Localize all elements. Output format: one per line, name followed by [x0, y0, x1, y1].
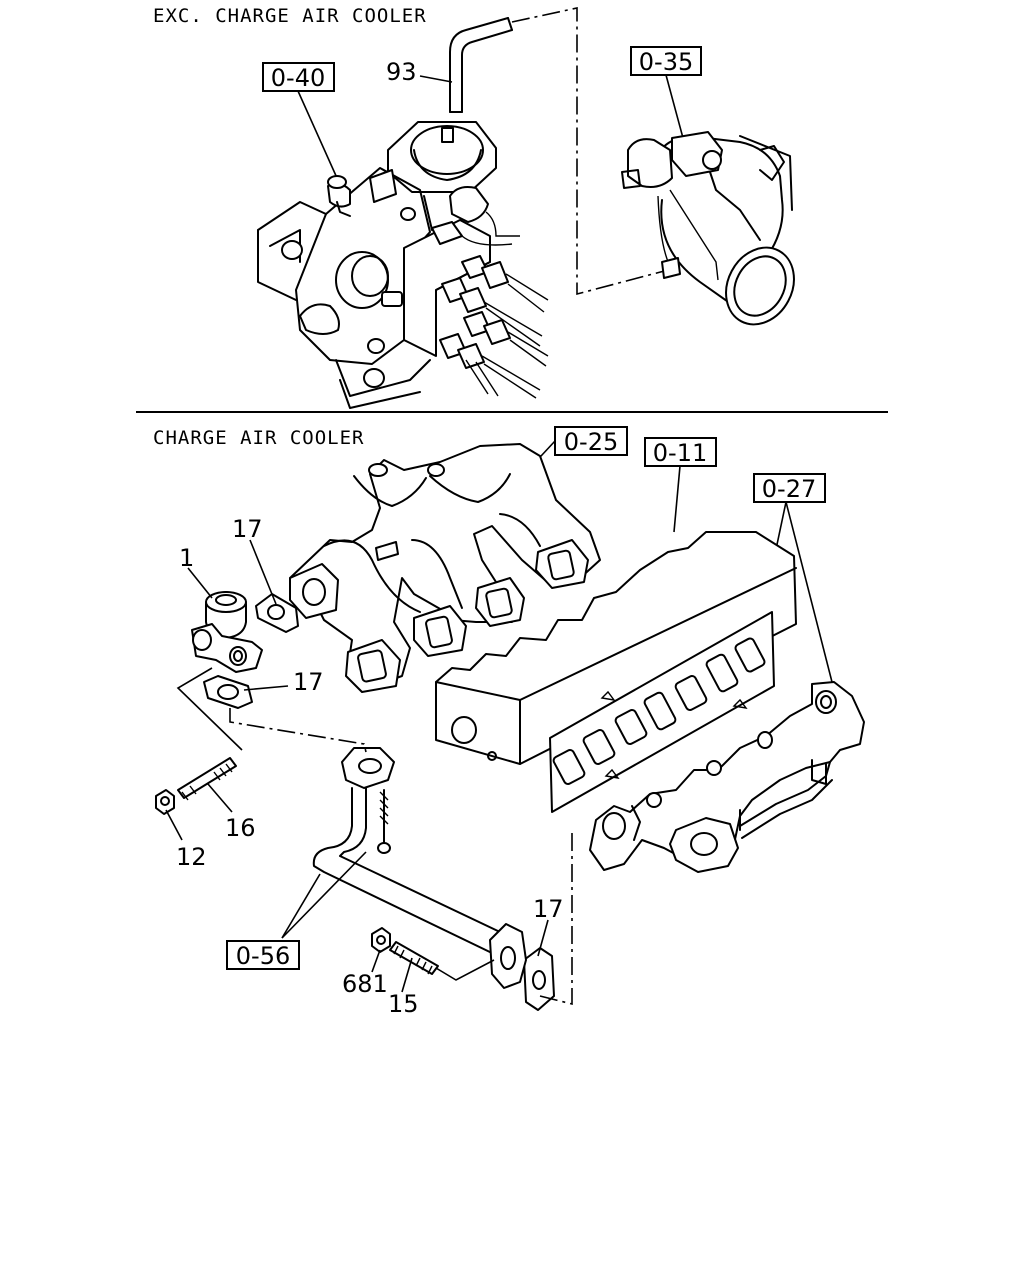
ref-box-0-27[interactable]: 0-27 — [753, 473, 826, 503]
egr-pipe — [312, 747, 527, 989]
leader-17-lower — [537, 919, 549, 957]
egr-gasket-middle — [203, 675, 253, 709]
leader-17-upper — [249, 539, 277, 605]
leader-12 — [165, 809, 183, 841]
injection-fittings — [439, 255, 549, 399]
egr-valve — [191, 591, 263, 673]
nut-681 — [371, 927, 391, 953]
egr-gasket-lower — [523, 947, 555, 1011]
stud-15-alignment-line — [435, 959, 495, 981]
leader-93 — [419, 75, 453, 83]
leader-1 — [187, 567, 213, 599]
ref-label-0-35: 0-35 — [639, 48, 693, 76]
leader-16 — [207, 783, 233, 813]
stud-16 — [177, 757, 237, 801]
ref-label-0-27: 0-27 — [762, 475, 816, 503]
section-title-exc-charge-air-cooler: EXC. CHARGE AIR COOLER — [153, 5, 427, 27]
intake-manifold — [289, 443, 601, 693]
leader-0-56-a — [281, 873, 321, 939]
vacuum-hose-93 — [449, 17, 513, 113]
ref-label-0-40: 0-40 — [271, 64, 325, 92]
callout-1: 1 — [179, 544, 194, 572]
leader-17-middle — [243, 685, 289, 691]
leader-0-11 — [673, 465, 681, 533]
leader-0-27-b — [785, 501, 833, 683]
callout-17-middle: 17 — [293, 668, 324, 696]
ref-label-0-11: 0-11 — [653, 439, 707, 467]
exhaust-manifold — [589, 681, 865, 873]
callout-16: 16 — [225, 814, 256, 842]
leader-0-56-b — [281, 851, 367, 939]
leader-681 — [371, 949, 381, 973]
exhaust-manifold-gasket — [549, 611, 775, 813]
cylinder-head — [435, 531, 797, 765]
hose-route-dash — [511, 7, 669, 296]
leader-0-35 — [665, 74, 684, 139]
callout-681: 681 — [342, 970, 388, 998]
intake-elbow-assembly — [621, 131, 795, 326]
stud-15 — [389, 941, 439, 975]
callout-12: 12 — [176, 843, 207, 871]
section-title-charge-air-cooler: CHARGE AIR COOLER — [153, 427, 364, 449]
egr-dash-upper — [229, 708, 367, 753]
injection-pump-assembly — [257, 121, 549, 409]
callout-17-lower: 17 — [533, 895, 564, 923]
leader-15 — [401, 957, 413, 993]
stud-alignment-line — [176, 667, 243, 751]
ref-box-0-25[interactable]: 0-25 — [554, 426, 628, 456]
ref-label-0-56: 0-56 — [236, 942, 290, 970]
leader-0-40 — [297, 90, 338, 179]
callout-93: 93 — [386, 58, 417, 86]
ref-box-0-11[interactable]: 0-11 — [644, 437, 717, 467]
egr-dash-lower — [539, 828, 573, 1006]
ref-box-0-56[interactable]: 0-56 — [226, 940, 300, 970]
ref-box-0-40[interactable]: 0-40 — [262, 62, 335, 92]
ref-box-0-35[interactable]: 0-35 — [630, 46, 702, 76]
nut-12 — [155, 789, 175, 815]
ref-label-0-25: 0-25 — [564, 428, 618, 456]
callout-15: 15 — [388, 990, 419, 1018]
callout-17-upper: 17 — [232, 515, 263, 543]
